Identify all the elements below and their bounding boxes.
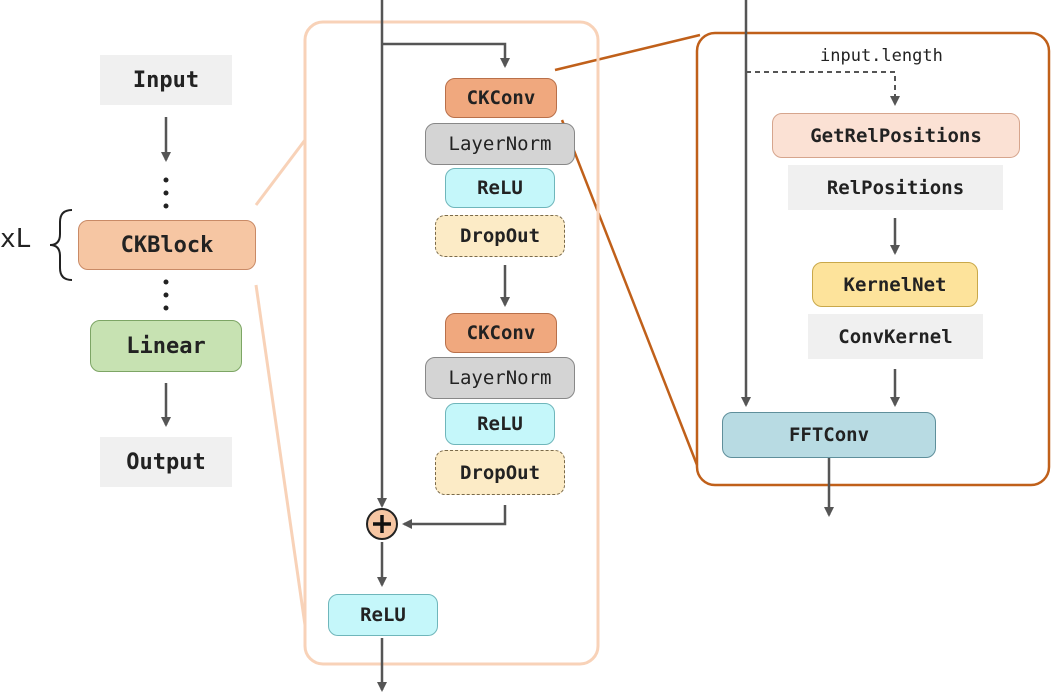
repeat-brace	[49, 209, 73, 281]
ckconv-node-1[interactable]: CKConv	[445, 78, 557, 118]
ellipsis-dot	[163, 177, 169, 183]
rel-positions-label: RelPositions	[788, 165, 1003, 210]
zoom-line-ckconv-bottom	[560, 119, 699, 466]
kernelnet-node[interactable]: KernelNet	[812, 262, 978, 307]
layernorm-node-2[interactable]: LayerNorm	[425, 357, 575, 399]
ckblock-node[interactable]: CKBlock	[78, 220, 256, 270]
relu-node-2[interactable]: ReLU	[445, 403, 555, 445]
ckconv-detail-frame	[695, 31, 1051, 487]
conv-kernel-label: ConvKernel	[808, 314, 983, 359]
get-rel-positions-node[interactable]: GetRelPositions	[772, 113, 1020, 158]
ckconv-node-2[interactable]: CKConv	[445, 313, 557, 353]
repeat-count-label: xL	[0, 224, 32, 254]
input-length-label: input.length	[820, 46, 943, 66]
layernorm-node-1[interactable]: LayerNorm	[425, 123, 575, 165]
input-label: Input	[100, 55, 232, 105]
ellipsis-dot	[163, 292, 169, 298]
relu-node-1[interactable]: ReLU	[445, 168, 555, 208]
repeat-label: xL	[0, 224, 31, 254]
zoom-line-bottom	[254, 284, 307, 626]
dropout-node-1[interactable]: DropOut	[435, 215, 565, 257]
output-label: Output	[100, 437, 232, 487]
arrow-to-ckconv-1	[382, 42, 510, 68]
ellipsis-dot	[163, 203, 169, 209]
ellipsis-dot	[163, 279, 169, 285]
fftconv-node[interactable]: FFTConv	[722, 412, 936, 458]
ellipsis-dot	[163, 190, 169, 196]
linear-node[interactable]: Linear	[90, 320, 242, 372]
ellipsis-dot	[163, 305, 169, 311]
zoom-line-ckconv-top	[554, 33, 701, 72]
arrow-stage2-to-sum	[402, 505, 507, 529]
ckblock-detail-frame	[303, 20, 600, 666]
dropout-node-2[interactable]: DropOut	[435, 450, 565, 495]
zoom-line-top	[254, 139, 307, 206]
input-length-dashed-arrow	[746, 71, 900, 106]
relu-node-final[interactable]: ReLU	[328, 594, 438, 636]
